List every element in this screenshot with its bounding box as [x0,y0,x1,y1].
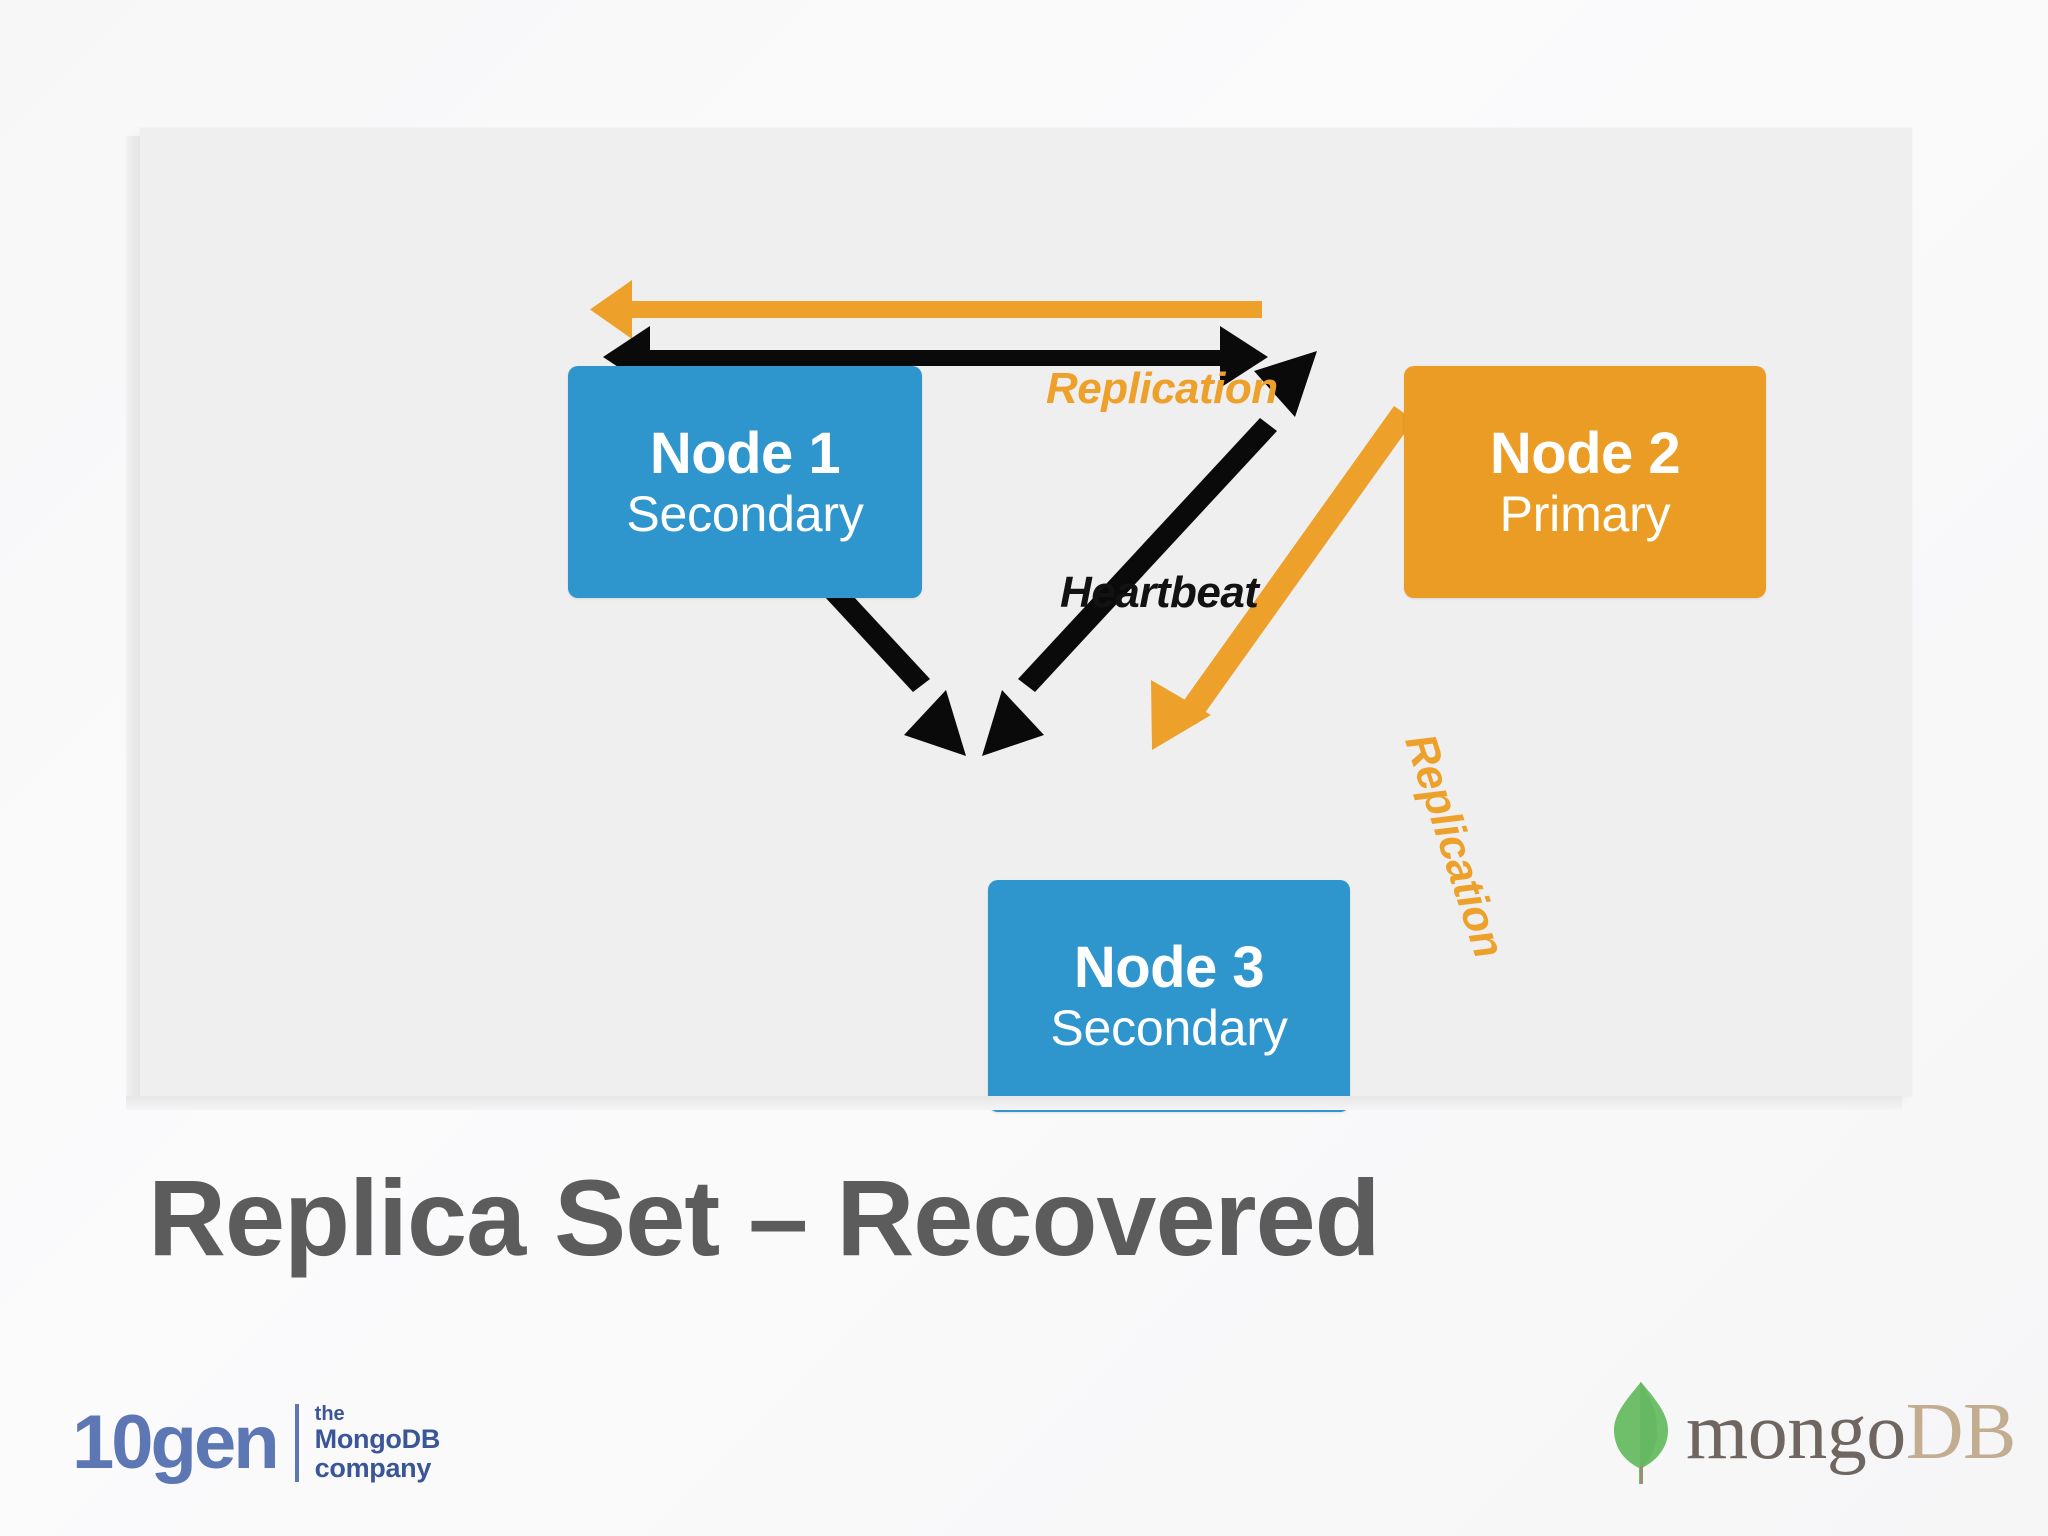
replication-arrow-node2-to-node1 [590,280,1262,339]
page-title: Replica Set – Recovered [148,1157,1381,1278]
node-3-role: Secondary [1050,1000,1288,1057]
mongodb-leaf-icon [1614,1382,1668,1484]
node-3-title: Node 3 [1073,934,1265,1000]
tengen-logo: 10gen the MongoDB company [72,1400,441,1486]
replication-label-horizontal: Replication [1046,364,1278,413]
tengen-tagline-line-3: company [314,1452,432,1483]
node-2-role: Primary [1499,486,1671,543]
tengen-wordmark: 10gen [72,1400,280,1486]
node-box-node-1[interactable]: Node 1 Secondary [568,366,922,598]
slide-panel: Node 1 Secondary Node 2 Primary Node 3 S… [126,128,1912,1112]
node-2-title: Node 2 [1489,420,1681,486]
tengen-tagline-line-2: MongoDB [314,1424,441,1455]
mongodb-wordmark: mongoDB [1686,1392,2016,1472]
node-1-role: Secondary [626,486,864,543]
node-box-node-2[interactable]: Node 2 Primary [1404,366,1766,598]
node-box-node-3[interactable]: Node 3 Secondary [988,880,1350,1112]
node-1-title: Node 1 [649,420,841,486]
mongodb-logo: mongoDB [1610,1380,2016,1484]
mongodb-wordmark-mongo: mongo [1686,1388,1906,1476]
tengen-tagline: the MongoDB company [314,1403,441,1483]
mongodb-wordmark-db: DB [1905,1388,2017,1476]
replication-label-diagonal: Replication [1395,728,1514,964]
tengen-logo-divider [294,1404,299,1483]
tengen-tagline-line-1: the [314,1403,345,1425]
heartbeat-label: Heartbeat [1060,568,1259,617]
